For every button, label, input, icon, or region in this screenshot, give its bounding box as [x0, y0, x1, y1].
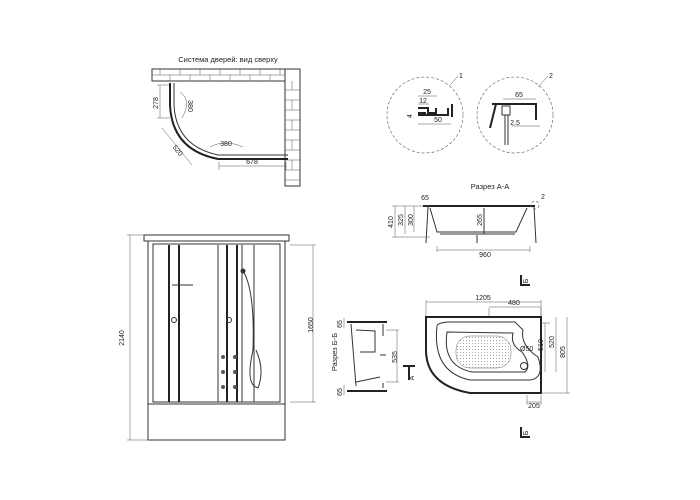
detail-2-marker: 2 — [549, 73, 553, 80]
dim-side: 278 — [153, 97, 160, 109]
curved-door-frame — [169, 83, 288, 160]
plan-view-tray: 1205 480 510 520 805 Ø50 205 Б Б А — [403, 275, 570, 438]
section-b-title: Разрез Б-Б — [330, 333, 339, 371]
section-a-title: Разрез А-А — [471, 182, 509, 191]
control-knob — [171, 317, 177, 323]
svg-text:А: А — [409, 375, 416, 380]
section-marker-b-bottom: Б — [520, 427, 530, 438]
section-a-dim-h2: 300 — [408, 214, 415, 226]
plan-dim-520: 520 — [549, 336, 556, 348]
massage-jets — [221, 355, 237, 389]
detail-2-dim-b: 2.5 — [510, 120, 520, 127]
section-a-dim-length: 960 — [479, 252, 491, 259]
section-a-detail-marker: 2 — [541, 194, 545, 201]
front-dim-height: 2140 — [119, 330, 126, 346]
detail-2: 2 65 2.5 — [476, 73, 554, 154]
plan-dim-805: 805 — [560, 346, 567, 358]
section-b-dim-bottom: 65 — [337, 388, 344, 396]
shower-hose — [242, 270, 262, 389]
section-b-dim-mid: 535 — [392, 351, 399, 363]
front-view-cabin: 2140 1650 — [119, 234, 316, 441]
brick-wall — [151, 68, 301, 187]
plan-dim-inner: 480 — [508, 300, 520, 307]
detail-1: 1 25 12 4 50 — [386, 73, 464, 154]
detail-1-marker: 1 — [459, 73, 463, 80]
svg-text:Б: Б — [523, 430, 530, 435]
dim-arc: 520 — [171, 144, 184, 158]
section-a-dim-h1: 325 — [398, 214, 405, 226]
detail-1-dim-c: 4 — [407, 114, 414, 118]
section-a-dim-rim: 65 — [421, 195, 429, 202]
dim-door-arc-left: 380 — [186, 100, 193, 112]
section-a-dim-total-height: 410 — [388, 216, 395, 228]
detail-1-dim-b: 12 — [419, 98, 427, 105]
section-a-dim-depth: 265 — [477, 214, 484, 226]
section-b-b: Разрез Б-Б 65 535 65 — [330, 318, 399, 396]
section-marker-b-top: Б — [520, 275, 530, 286]
plan-dim-offset: 205 — [528, 403, 540, 410]
svg-text:Б: Б — [523, 278, 530, 283]
plan-dim-drain: Ø50 — [520, 346, 533, 353]
shower-head — [240, 268, 246, 274]
detail-1-dim-d: 50 — [434, 117, 442, 124]
section-b-dim-top: 65 — [337, 320, 344, 328]
front-dim-glass-height: 1650 — [308, 317, 315, 333]
plan-dim-510: 510 — [538, 339, 545, 351]
top-view-title: Система дверей: вид сверху — [178, 55, 278, 64]
dim-door-arc-bottom: 380 — [220, 141, 232, 148]
detail-1-dim-a: 25 — [423, 89, 431, 96]
anti-slip-area — [455, 335, 512, 369]
dim-width: 678 — [246, 159, 258, 166]
section-marker-a: А — [403, 365, 416, 380]
section-a-a: Разрез А-А 65 410 325 300 265 960 2 — [388, 182, 545, 259]
drain — [520, 362, 528, 370]
top-view-door-system: Система дверей: вид сверху 278 380 520 3… — [151, 55, 301, 187]
plan-dim-length: 1205 — [475, 295, 491, 302]
detail-2-dim-a: 65 — [515, 92, 523, 99]
